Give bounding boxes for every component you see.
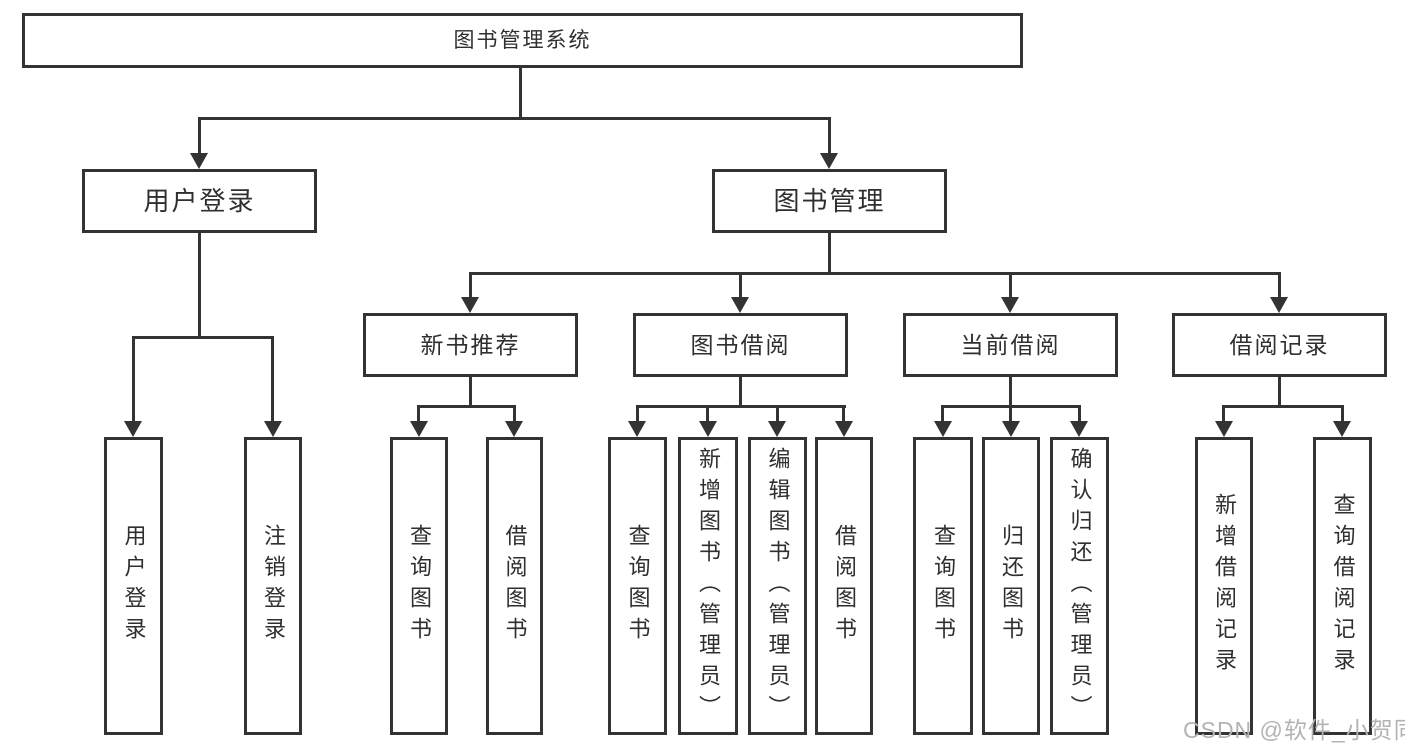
connector-current-trunk xyxy=(1009,377,1012,408)
arrowhead-recommend-query xyxy=(410,421,428,437)
leaf-add-book-admin: 新增图书（管理员） xyxy=(678,437,738,735)
connector-borrow-trunk xyxy=(739,377,742,408)
leaf-query-borrow-record: 查询借阅记录 xyxy=(1313,437,1372,735)
connector-drop-user-login xyxy=(198,117,201,154)
connector-level2-bar xyxy=(469,272,1281,275)
connector-current-bar xyxy=(941,405,1081,408)
watermark: CSDN @软件_小贺同学 xyxy=(1183,717,1405,743)
leaf-user-login: 用户登录 xyxy=(104,437,163,735)
connector-drop-current-query xyxy=(941,408,944,422)
connector-drop-book-borrow xyxy=(739,275,742,298)
arrowhead-add-book xyxy=(699,421,717,437)
leaf-return-book: 归还图书 xyxy=(982,437,1040,735)
connector-drop-query-record xyxy=(1341,408,1344,422)
connector-drop-current-borrow xyxy=(1009,275,1012,298)
connector-drop-add-book xyxy=(706,408,709,422)
connector-userlogin-trunk xyxy=(198,233,201,338)
node-book-management: 图书管理 xyxy=(712,169,947,233)
arrowhead-query-record xyxy=(1333,421,1351,437)
arrowhead-add-record xyxy=(1215,421,1233,437)
connector-root-trunk xyxy=(519,68,522,118)
connector-drop-return-book xyxy=(1009,408,1012,422)
arrowhead-borrow-record xyxy=(1270,297,1288,313)
connector-drop-recommend-query xyxy=(417,408,420,422)
connector-drop-borrow-book xyxy=(842,408,845,422)
connector-recommend-bar xyxy=(417,405,516,408)
connector-drop-leaf-user-login xyxy=(132,339,135,422)
connector-drop-borrow-record xyxy=(1278,275,1281,298)
arrowhead-new-book xyxy=(461,297,479,313)
leaf-logout: 注销登录 xyxy=(244,437,302,735)
leaf-confirm-return-admin: 确认归还（管理员） xyxy=(1050,437,1109,735)
arrowhead-current-borrow xyxy=(1001,297,1019,313)
connector-drop-confirm-return xyxy=(1078,408,1081,422)
arrowhead-user-login xyxy=(190,153,208,169)
connector-level1-bar xyxy=(198,117,831,120)
arrowhead-recommend-borrow xyxy=(505,421,523,437)
connector-recommend-trunk xyxy=(469,377,472,408)
leaf-recommend-borrow-book: 借阅图书 xyxy=(486,437,543,735)
leaf-borrow-book: 借阅图书 xyxy=(815,437,873,735)
connector-borrow-bar xyxy=(636,405,846,408)
connector-bookmgmt-trunk xyxy=(828,233,831,275)
arrowhead-book-borrow xyxy=(731,297,749,313)
node-new-book-recommend: 新书推荐 xyxy=(363,313,578,377)
leaf-add-borrow-record: 新增借阅记录 xyxy=(1195,437,1253,735)
arrowhead-confirm-return xyxy=(1070,421,1088,437)
connector-drop-leaf-logout xyxy=(271,339,274,422)
connector-record-trunk xyxy=(1278,377,1281,408)
connector-record-bar xyxy=(1222,405,1344,408)
connector-drop-add-record xyxy=(1222,408,1225,422)
connector-drop-book-management xyxy=(828,117,831,154)
leaf-edit-book-admin: 编辑图书（管理员） xyxy=(748,437,807,735)
node-book-borrow: 图书借阅 xyxy=(633,313,848,377)
arrowhead-current-query xyxy=(934,421,952,437)
arrowhead-borrow-book xyxy=(835,421,853,437)
connector-userlogin-bar xyxy=(132,336,274,339)
connector-drop-edit-book xyxy=(776,408,779,422)
arrowhead-return-book xyxy=(1002,421,1020,437)
connector-drop-recommend-borrow xyxy=(513,408,516,422)
leaf-borrow-query-book: 查询图书 xyxy=(608,437,667,735)
connector-drop-new-book xyxy=(469,275,472,298)
node-user-login: 用户登录 xyxy=(82,169,317,233)
leaf-current-query-book: 查询图书 xyxy=(913,437,973,735)
arrowhead-leaf-user-login xyxy=(124,421,142,437)
arrowhead-edit-book xyxy=(768,421,786,437)
arrowhead-book-management xyxy=(820,153,838,169)
leaf-recommend-query-book: 查询图书 xyxy=(390,437,448,735)
connector-drop-borrow-query xyxy=(636,408,639,422)
node-library-system: 图书管理系统 xyxy=(22,13,1023,68)
arrowhead-leaf-logout xyxy=(264,421,282,437)
arrowhead-borrow-query xyxy=(628,421,646,437)
node-borrow-record: 借阅记录 xyxy=(1172,313,1387,377)
node-current-borrow: 当前借阅 xyxy=(903,313,1118,377)
